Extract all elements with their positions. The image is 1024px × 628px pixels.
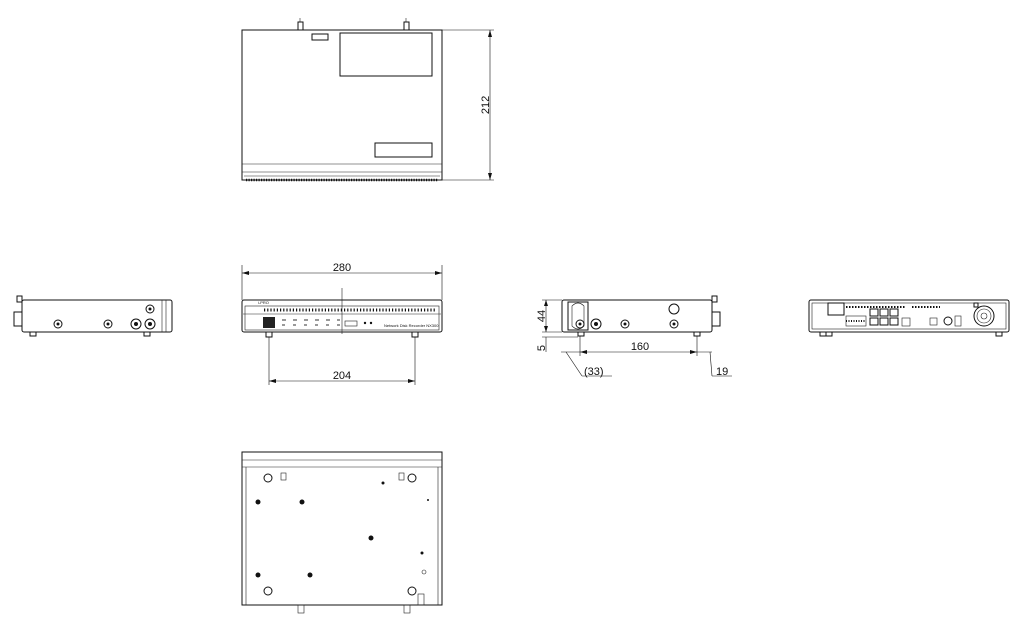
front-view: i-PRO Network Disk Recorder NX300 (241, 288, 443, 338)
top-rating-plate (374, 142, 433, 158)
dim-foot-span-label: 204 (333, 370, 351, 382)
dim-side-span-label: 160 (631, 341, 649, 353)
dimension-side-span: 160 (33) 19 (561, 336, 732, 378)
dim-rear-offset-label: 19 (716, 366, 728, 378)
dim-depth-label: 212 (480, 96, 492, 114)
usb-port (344, 320, 358, 327)
dim-height-label: 44 (536, 310, 548, 322)
left-side-view (13, 295, 173, 337)
right-side-view (561, 295, 721, 337)
bottom-view (241, 451, 443, 614)
front-model: Network Disk Recorder NX300 (384, 323, 439, 328)
power-button (263, 317, 275, 328)
dim-foot-height-label: 5 (536, 345, 548, 351)
front-brand: i-PRO (258, 300, 269, 305)
dim-front-offset-label: (33) (584, 366, 604, 378)
top-small-label (311, 33, 329, 41)
dimension-height: 44 5 (536, 299, 578, 352)
rear-view (808, 299, 1010, 337)
top-view (241, 18, 443, 182)
dimension-foot-span: 204 (268, 337, 416, 385)
dim-width-label: 280 (333, 262, 351, 274)
dimension-width: 280 (241, 262, 443, 300)
top-label-plate (339, 32, 433, 77)
dimension-depth: 212 (442, 29, 494, 181)
